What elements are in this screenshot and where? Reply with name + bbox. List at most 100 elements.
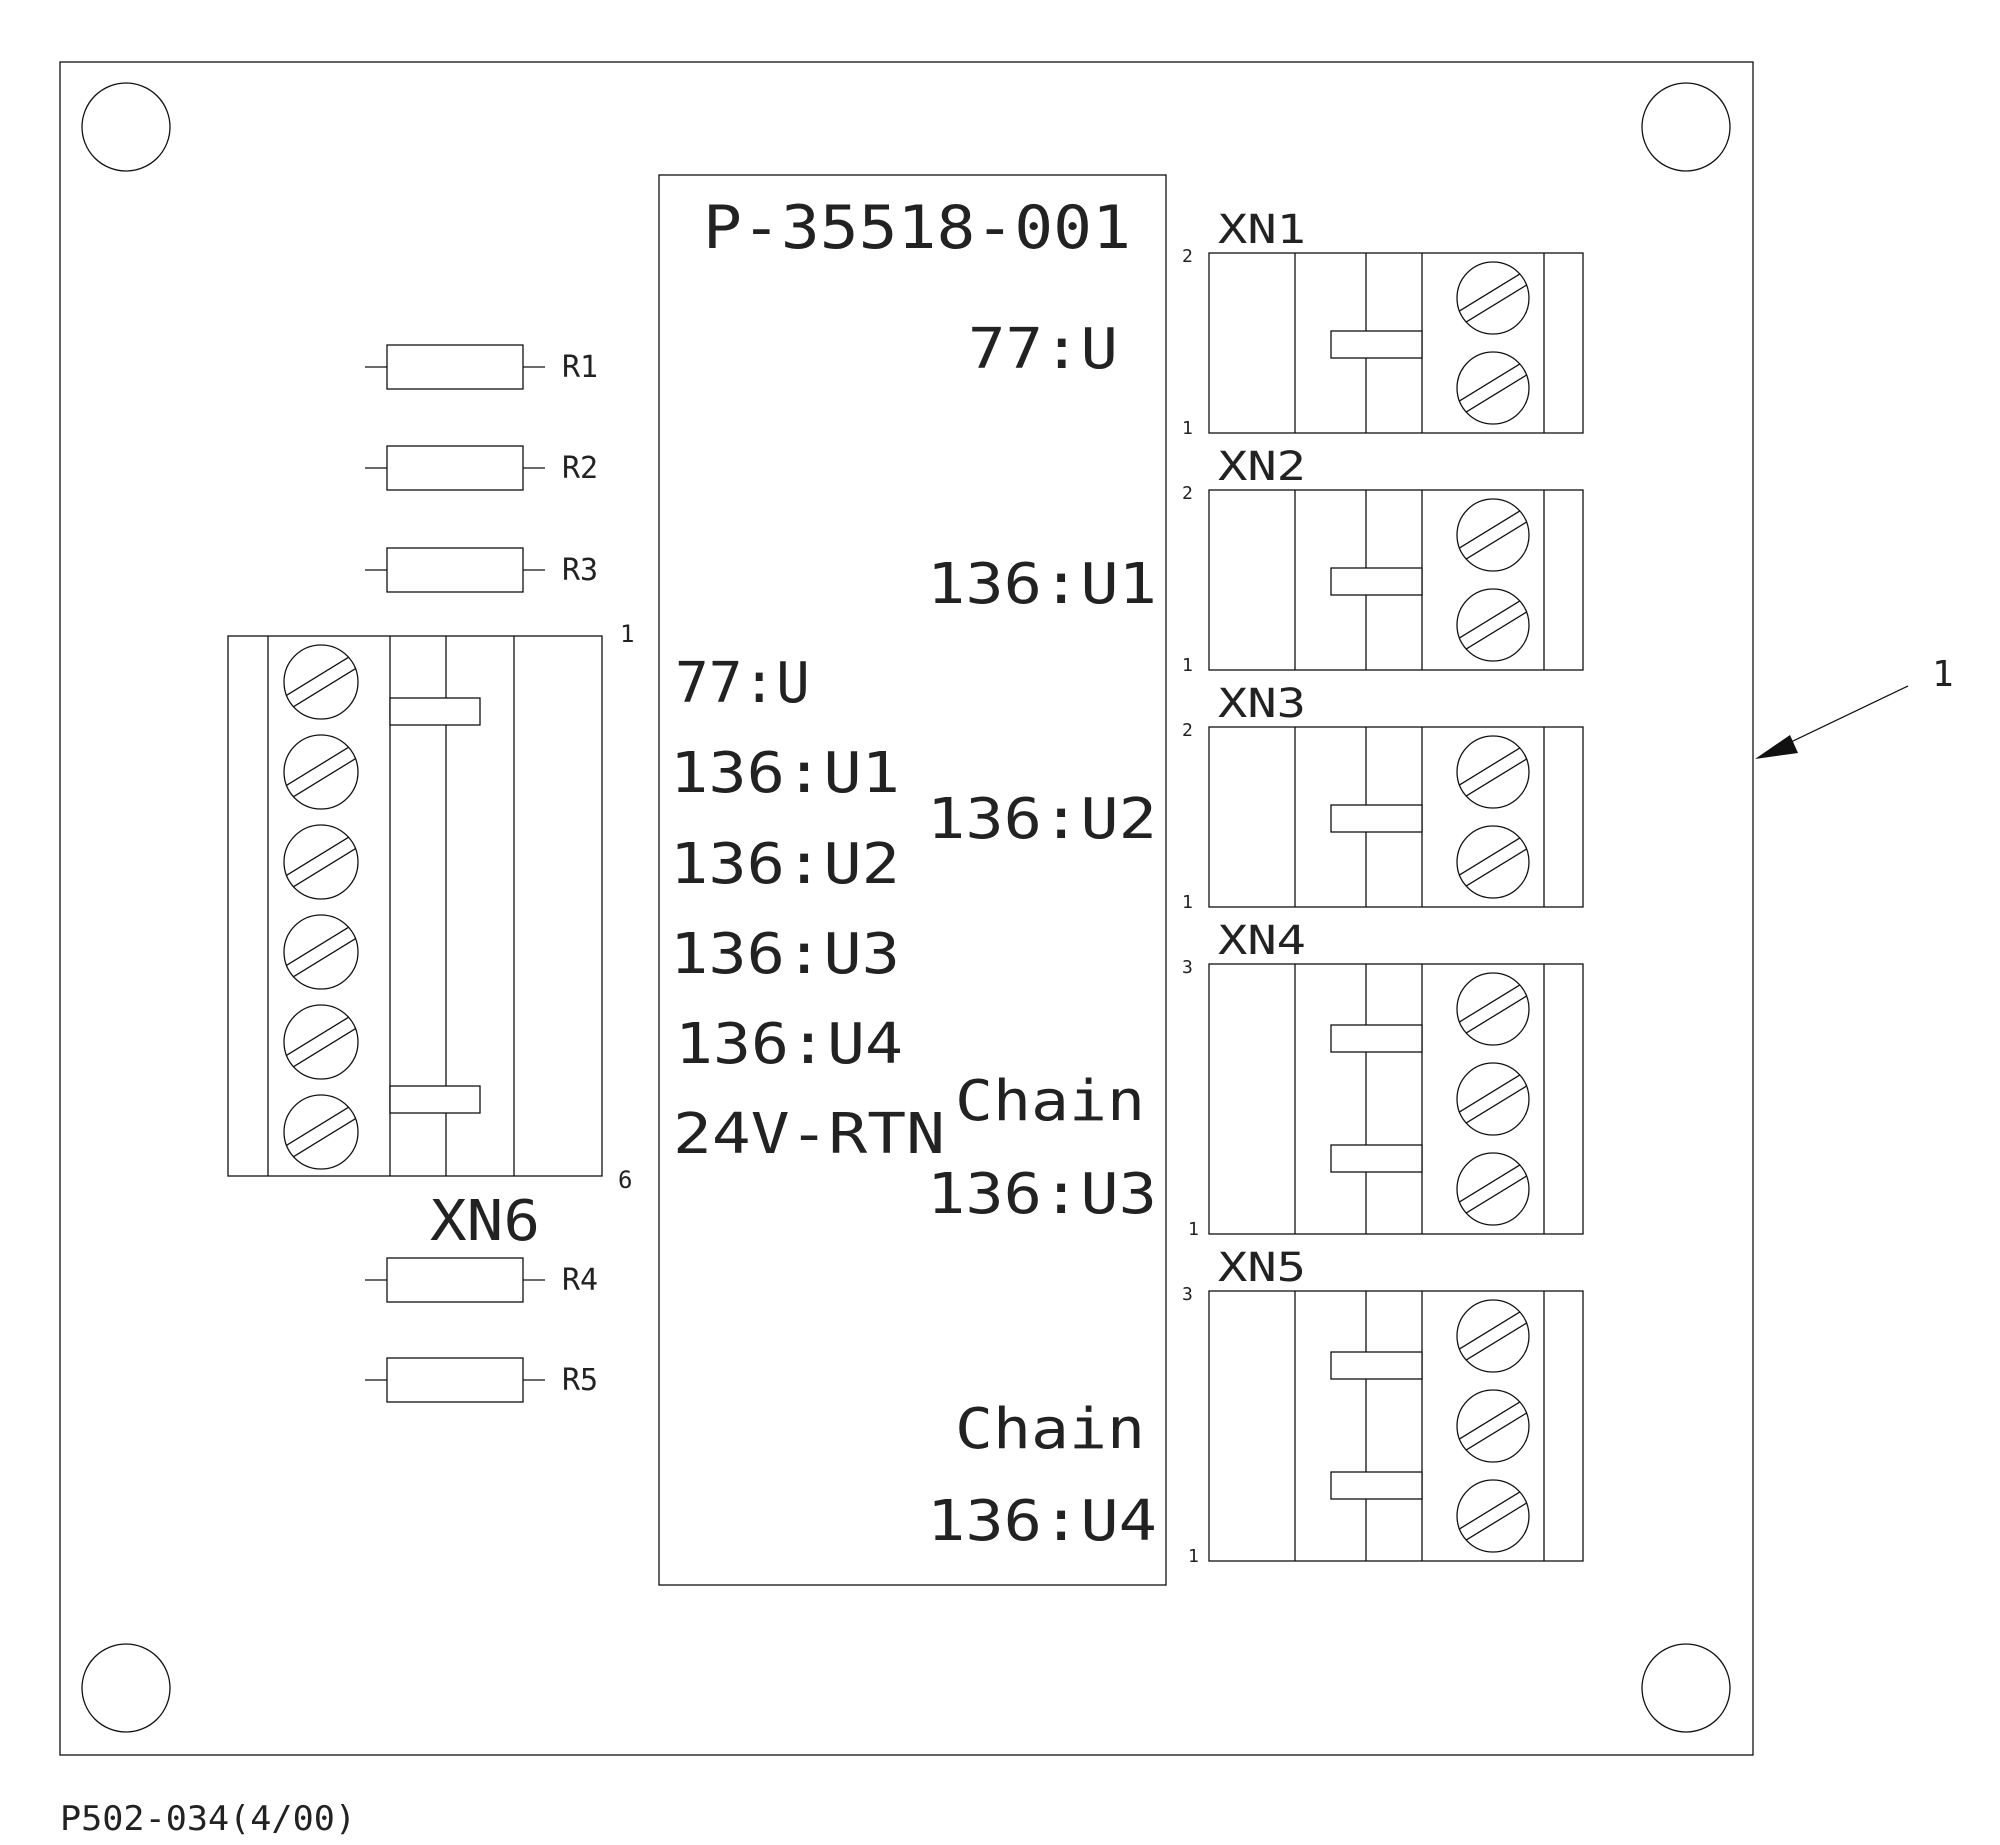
screw-slot bbox=[1465, 1322, 1528, 1361]
screw-terminal bbox=[1456, 1299, 1530, 1373]
connector-xn1: XN1 2 1 bbox=[1182, 207, 1584, 439]
module-part-number: P-35518-001 bbox=[703, 193, 1131, 263]
right-label: 136:U4 bbox=[927, 1489, 1157, 1554]
screw-slot bbox=[292, 757, 357, 798]
xn5-pin-bottom: 1 bbox=[1188, 1546, 1199, 1567]
board-outline bbox=[59, 61, 1754, 1756]
screw-terminal bbox=[1456, 498, 1530, 572]
resistor-r2: R2 bbox=[365, 445, 598, 491]
callout-number: 1 bbox=[1932, 654, 1954, 695]
screw-terminal bbox=[283, 734, 359, 810]
left-label: 136:U2 bbox=[670, 832, 900, 897]
xn5-pin-top: 3 bbox=[1182, 1284, 1193, 1305]
screw-slot bbox=[1465, 758, 1528, 797]
screw-slot bbox=[285, 926, 350, 967]
xn4-pin-bottom: 1 bbox=[1188, 1219, 1199, 1240]
left-label: 136:U4 bbox=[675, 1012, 903, 1077]
xn3-label: XN3 bbox=[1218, 681, 1306, 727]
left-label: 24V-RTN bbox=[673, 1102, 945, 1167]
xn2-pin-bottom: 1 bbox=[1182, 655, 1193, 676]
right-label: 136:U3 bbox=[927, 1162, 1157, 1227]
xn4-pin-top: 3 bbox=[1182, 957, 1193, 978]
screw-slot bbox=[285, 1106, 350, 1147]
screw-slot bbox=[1465, 995, 1528, 1034]
screw-terminal bbox=[283, 644, 359, 720]
right-label: 77:U bbox=[968, 317, 1118, 382]
screw-slot bbox=[292, 847, 357, 888]
resistor-r5: R5 bbox=[365, 1357, 598, 1403]
screw-slot bbox=[285, 746, 350, 787]
screw-terminal bbox=[1456, 588, 1530, 662]
screw-slot bbox=[1458, 837, 1521, 876]
screw-slot bbox=[292, 937, 357, 978]
connector-xn5: XN5 3 1 bbox=[1182, 1245, 1584, 1567]
connector-xn3: XN3 2 1 bbox=[1182, 681, 1584, 913]
screw-terminal bbox=[283, 1004, 359, 1080]
right-label: Chain bbox=[955, 1069, 1145, 1134]
callout: 1 bbox=[1755, 654, 1954, 759]
screw-terminal bbox=[1456, 351, 1530, 425]
screw-slot bbox=[1465, 521, 1528, 560]
screw-slot bbox=[292, 667, 357, 708]
callout-arrowhead bbox=[1755, 735, 1798, 759]
connector-xn6: 1 6 XN6 bbox=[227, 620, 634, 1254]
central-module bbox=[658, 174, 1167, 1586]
screw-slot bbox=[1458, 747, 1521, 786]
screw-slot bbox=[1458, 600, 1521, 639]
xn3-pin-bottom: 1 bbox=[1182, 892, 1193, 913]
screw-terminal bbox=[1456, 972, 1530, 1046]
screw-slot bbox=[1465, 1175, 1528, 1214]
left-label: 136:U1 bbox=[670, 741, 900, 806]
screw-terminal bbox=[1456, 1062, 1530, 1136]
right-label: 136:U2 bbox=[927, 787, 1157, 852]
screw-slot bbox=[292, 1117, 357, 1158]
screw-slot bbox=[285, 656, 350, 697]
screw-terminal bbox=[283, 914, 359, 990]
screw-terminal bbox=[283, 824, 359, 900]
right-label: 136:U1 bbox=[927, 552, 1157, 617]
xn4-label: XN4 bbox=[1218, 918, 1306, 964]
xn6-pin-top: 1 bbox=[620, 620, 634, 648]
screw-terminal bbox=[1456, 1479, 1530, 1553]
xn2-pin-top: 2 bbox=[1182, 483, 1193, 504]
mounting-hole-top-left bbox=[81, 82, 171, 172]
xn1-pin-bottom: 1 bbox=[1182, 418, 1193, 439]
left-label: 77:U bbox=[675, 651, 810, 716]
xn5-label: XN5 bbox=[1218, 1245, 1306, 1291]
screw-slot bbox=[1458, 363, 1521, 402]
screw-slot bbox=[1458, 273, 1521, 312]
xn6-label: XN6 bbox=[430, 1189, 540, 1254]
mounting-hole-bottom-right bbox=[1641, 1643, 1731, 1733]
xn6-pin-bottom: 6 bbox=[618, 1166, 632, 1194]
resistor-r1: R1 bbox=[365, 344, 598, 390]
screw-slot bbox=[1465, 611, 1528, 650]
screw-terminal bbox=[1456, 735, 1530, 809]
xn3-pin-top: 2 bbox=[1182, 720, 1193, 741]
drawing-code: P502-034(4/00) bbox=[60, 1799, 356, 1839]
screw-slot bbox=[1465, 374, 1528, 413]
screw-terminal bbox=[1456, 825, 1530, 899]
screw-terminal bbox=[1456, 261, 1530, 335]
mounting-hole-bottom-left bbox=[81, 1643, 171, 1733]
screw-slot bbox=[1465, 284, 1528, 323]
screw-slot bbox=[1465, 848, 1528, 887]
left-labels: 77:U 136:U1 136:U2 136:U3 136:U4 24V-RTN bbox=[670, 651, 945, 1167]
screw-slot bbox=[1465, 1412, 1528, 1451]
resistor-r4: R4 bbox=[365, 1257, 598, 1303]
resistor-label: R4 bbox=[562, 1263, 598, 1298]
screw-slot bbox=[292, 1027, 357, 1068]
screw-slot bbox=[1458, 1311, 1521, 1350]
xn1-pin-top: 2 bbox=[1182, 246, 1193, 267]
resistor-label: R3 bbox=[562, 553, 598, 588]
screw-slot bbox=[1458, 1401, 1521, 1440]
resistor-r3: R3 bbox=[365, 547, 598, 593]
xn1-label: XN1 bbox=[1218, 207, 1306, 253]
screw-slot bbox=[1465, 1502, 1528, 1541]
resistor-label: R1 bbox=[562, 350, 598, 385]
mounting-hole-top-right bbox=[1641, 82, 1731, 172]
screw-slot bbox=[1458, 1491, 1521, 1530]
right-labels: 77:U 136:U1 136:U2 Chain 136:U3 Chain 13… bbox=[927, 317, 1157, 1554]
left-label: 136:U3 bbox=[670, 922, 900, 987]
screw-slot bbox=[1458, 1074, 1521, 1113]
